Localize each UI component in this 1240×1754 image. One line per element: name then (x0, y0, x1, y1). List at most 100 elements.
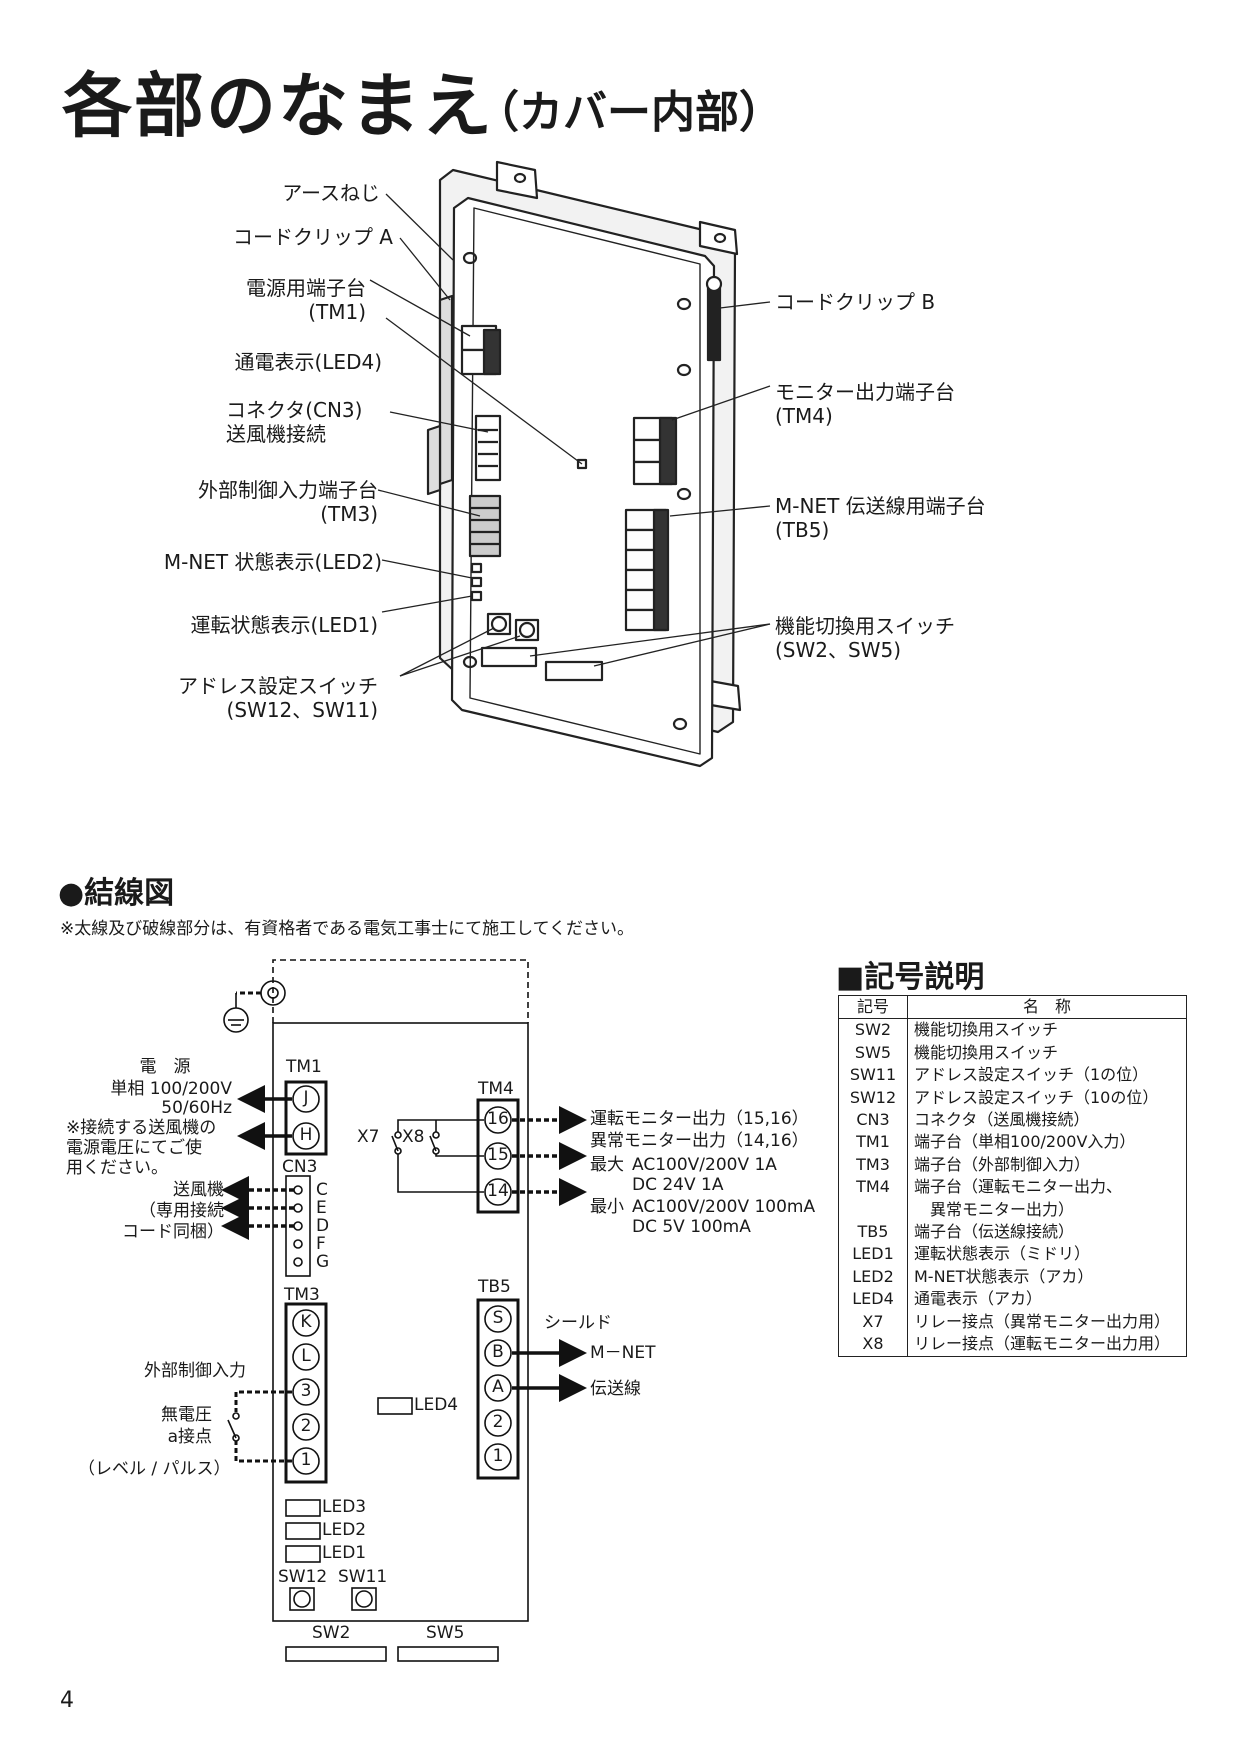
cn3-pin: E (316, 1198, 327, 1218)
led3-label: LED3 (322, 1497, 367, 1517)
led4-label: LED4 (414, 1395, 459, 1415)
tm1-terminal: H (299, 1125, 313, 1145)
legend-code: TM3 (839, 1153, 908, 1177)
legend-code: LED4 (839, 1288, 908, 1311)
page-subtitle: （カバー内部） (475, 87, 783, 138)
tb5-terminal: B (492, 1342, 504, 1362)
label-address-switch: アドレス設定スイッチ (SW12、SW11) (178, 674, 378, 722)
legend-col-code: 記号 (839, 996, 908, 1020)
cn3-pin: C (316, 1180, 328, 1200)
sw2-label: SW2 (312, 1623, 351, 1643)
monitor-err-label: 異常モニター出力（14,16） (590, 1131, 809, 1151)
tm3-terminal: K (300, 1312, 312, 1332)
legend-code: SW2 (839, 1018, 908, 1042)
label-cn3: コネクタ(CN3) 送風機接続 (226, 398, 363, 446)
legend-name: 通電表示（アカ） (914, 1289, 1043, 1309)
x8-label: X8 (402, 1127, 425, 1147)
max-label: 最大 (590, 1155, 624, 1175)
level-pulse-label: （レベル / パルス） (78, 1459, 231, 1479)
legend-name: 端子台（運転モニター出力、 (914, 1177, 1123, 1197)
sw12-label: SW12 (278, 1567, 328, 1587)
tb5-terminal: S (492, 1308, 504, 1328)
label-tm4: モニター出力端子台 (TM4) (775, 380, 955, 428)
ext-input-label: 外部制御入力 (144, 1361, 246, 1381)
tm3-terminal: 1 (300, 1450, 312, 1470)
tb5-terminal: A (492, 1377, 504, 1397)
wiring-note: ※太線及び破線部分は、有資格者である電気工事士にて施工してください。 (60, 919, 635, 939)
tm3-terminal: 3 (300, 1381, 312, 1401)
min-label: 最小 (590, 1197, 624, 1217)
monitor-run-label: 運転モニター出力（15,16） (590, 1109, 809, 1129)
cn3-pin: G (316, 1252, 330, 1272)
cn3-pin: F (316, 1234, 326, 1254)
label-function-switch: 機能切換用スイッチ (SW2、SW5) (775, 614, 955, 662)
tm4-terminal: 16 (487, 1109, 509, 1129)
legend-row: SW11 アドレス設定スイッチ（1の位） (839, 1064, 1186, 1087)
tm1-label: TM1 (286, 1057, 322, 1077)
legend-name: アドレス設定スイッチ（1の位） (914, 1065, 1149, 1085)
legend-code: SW11 (839, 1064, 908, 1087)
legend-name: 端子台（外部制御入力） (914, 1154, 1091, 1174)
label-tb5: M-NET 伝送線用端子台 (TB5) (775, 494, 986, 542)
legend-row: TM3 端子台（外部制御入力） (839, 1153, 1186, 1177)
legend-code: LED1 (839, 1243, 908, 1266)
unit-illustration (369, 160, 771, 768)
label-earth-screw: アースねじ (282, 181, 380, 205)
label-led1: 運転状態表示(LED1) (190, 613, 378, 637)
legend-row: X7 リレー接点（異常モニター出力用） (839, 1310, 1186, 1334)
shield-label: シールド (544, 1313, 612, 1333)
wiring-heading: ●結線図 (58, 876, 175, 911)
legend-code: SW5 (839, 1041, 908, 1065)
sw11-label: SW11 (338, 1567, 388, 1587)
max-spec-2: DC 24V 1A (632, 1175, 724, 1195)
page-title: 各部のなまえ (62, 65, 494, 147)
power-note: ※接続する送風機の 電源電圧にてご使 用ください。 (66, 1118, 217, 1178)
legend-code: SW12 (839, 1086, 908, 1110)
legend-name: コネクタ（送風機接続） (914, 1110, 1090, 1130)
legend-code: X8 (839, 1333, 908, 1356)
legend-code: CN3 (839, 1109, 908, 1132)
tm3-terminal: 2 (300, 1416, 312, 1436)
legend-code: X7 (839, 1310, 908, 1334)
legend-row: 異常モニター出力） (839, 1198, 1186, 1222)
max-spec-1: AC100V/200V 1A (632, 1155, 777, 1175)
tm4-label: TM4 (478, 1079, 514, 1099)
legend-code: TB5 (839, 1221, 908, 1244)
led2-label: LED2 (322, 1520, 367, 1540)
legend-name: 異常モニター出力） (914, 1199, 1075, 1219)
legend-col-name: 名 称 (907, 996, 1186, 1020)
tm1-terminal: J (303, 1088, 309, 1108)
legend-name: リレー接点（運転モニター出力用） (914, 1334, 1171, 1354)
trans-line-label: 伝送線 (590, 1379, 641, 1399)
label-tm1: 電源用端子台 (TM1) (246, 276, 366, 324)
legend-code (839, 1198, 908, 1222)
label-cord-clip-a: コードクリップ A (232, 225, 393, 249)
legend-row: CN3 コネクタ（送風機接続） (839, 1109, 1186, 1132)
cn3-pin: D (316, 1216, 330, 1236)
legend-name: 端子台（単相100/200V入力） (914, 1132, 1136, 1152)
tb5-terminal: 1 (492, 1446, 504, 1466)
power-spec: 単相 100/200V 50/60Hz (110, 1079, 232, 1118)
wiring-diagram (221, 959, 587, 1662)
dry-contact-label: 無電圧 a接点 (161, 1405, 212, 1447)
tb5-terminal: 2 (492, 1412, 504, 1432)
tm3-terminal: L (301, 1346, 311, 1366)
label-led4: 通電表示(LED4) (234, 350, 382, 374)
cn3-label: CN3 (282, 1157, 318, 1177)
tm3-label: TM3 (284, 1285, 320, 1305)
legend-row: SW2 機能切換用スイッチ (839, 1018, 1186, 1042)
led1-label: LED1 (322, 1543, 367, 1563)
legend-name: 機能切換用スイッチ (914, 1020, 1059, 1040)
legend-name: リレー接点（異常モニター出力用） (914, 1311, 1171, 1331)
power-label: 電 源 (139, 1057, 191, 1077)
tm4-terminal: 14 (487, 1181, 509, 1201)
mnet-label: M－NET (590, 1343, 656, 1363)
